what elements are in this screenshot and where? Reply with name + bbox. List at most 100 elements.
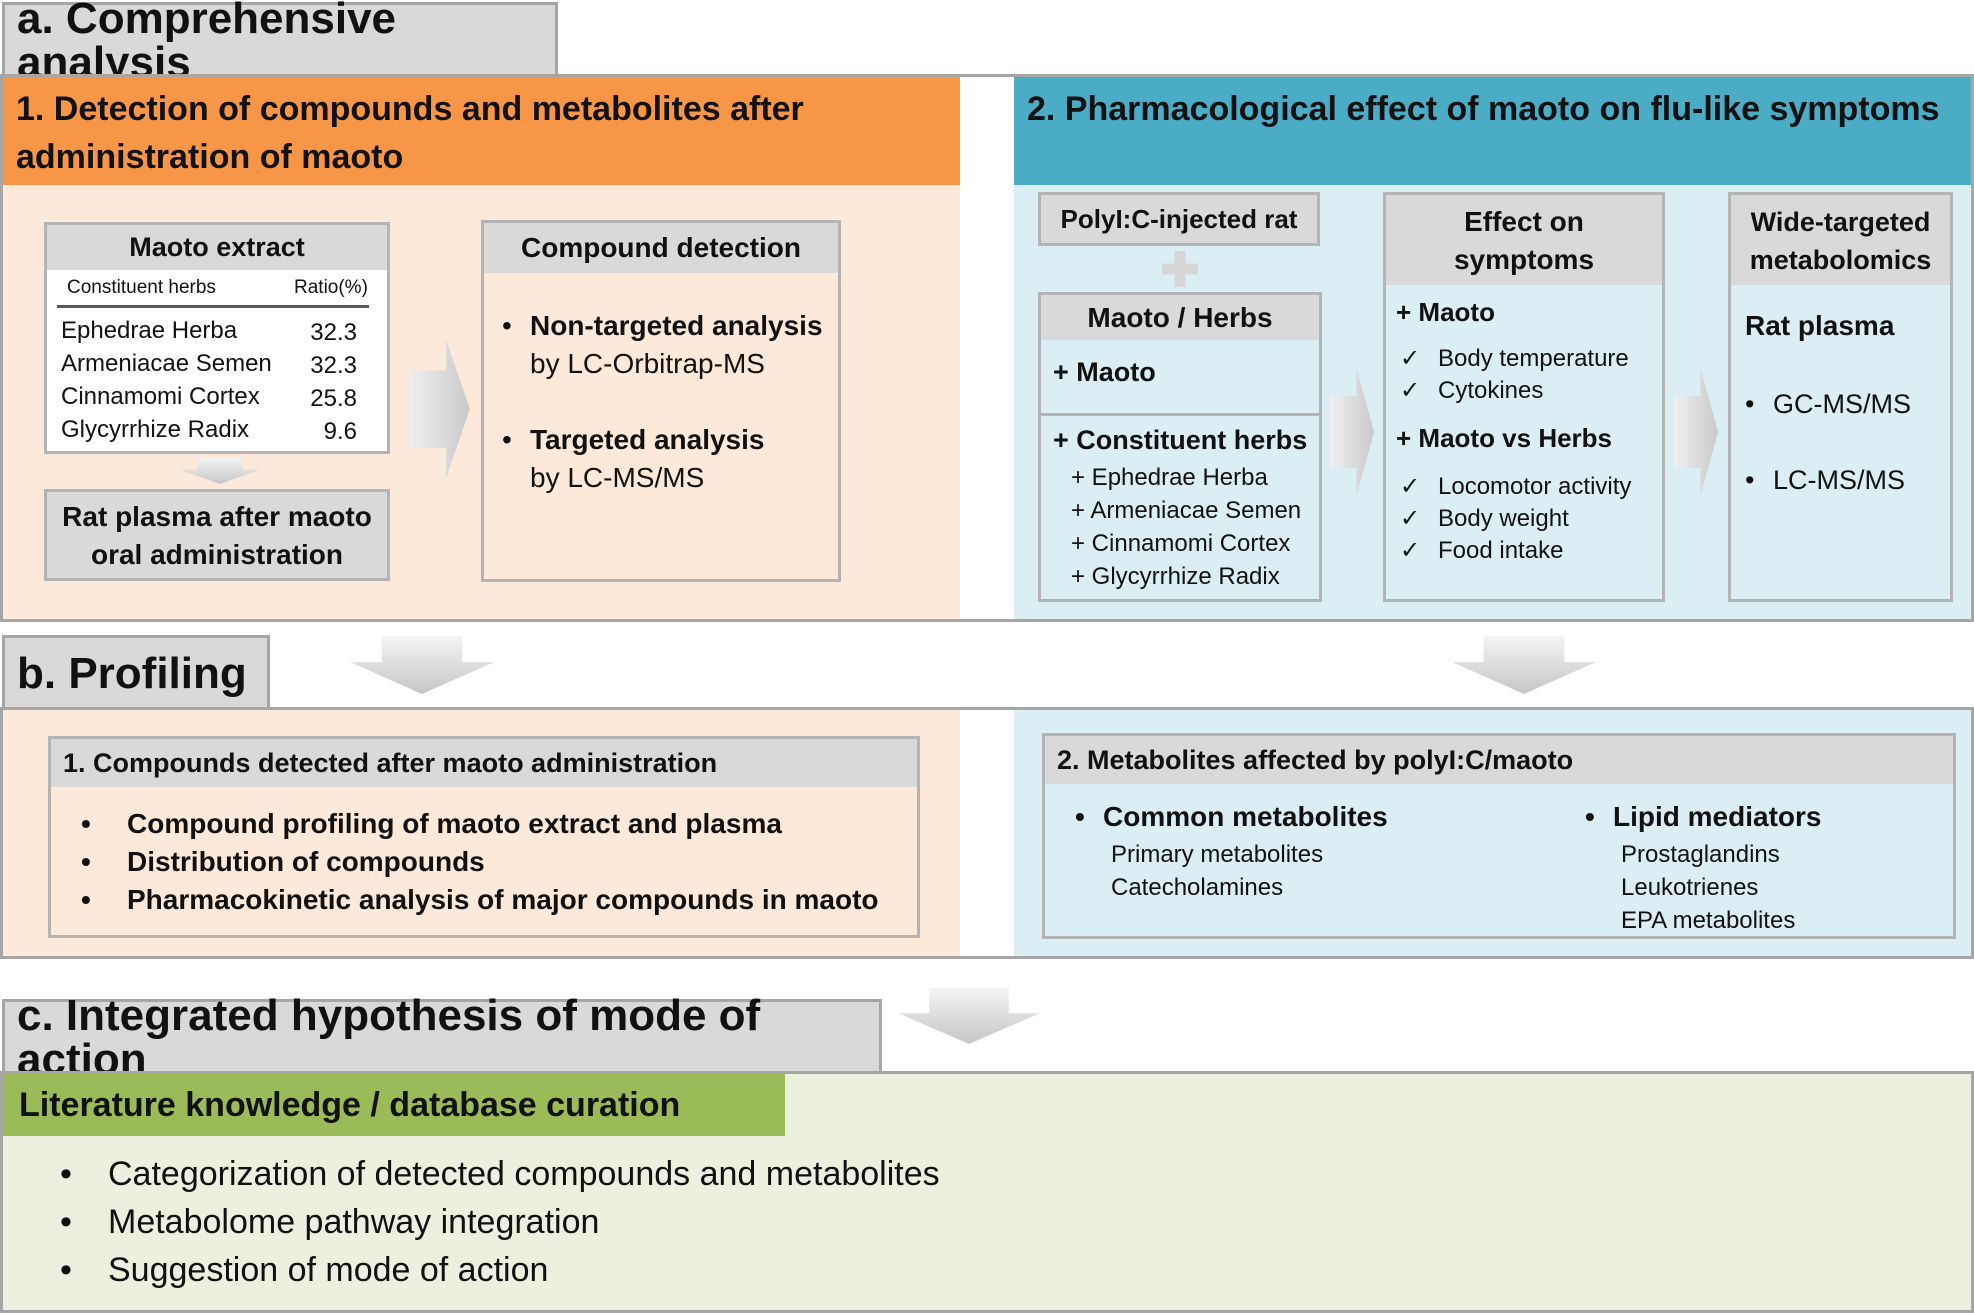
metabolite-item: Prostaglandins xyxy=(1621,841,1780,868)
extract-row: Cinnamomi Cortex 25.8 xyxy=(61,383,377,416)
compound-item: •Distribution of compounds xyxy=(81,846,485,877)
check-icon: ✓ xyxy=(1400,537,1421,564)
effect-item: ✓Locomotor activity xyxy=(1400,471,1631,503)
panel-detection-title-line1: 1. Detection of compounds and metabolite… xyxy=(16,90,804,128)
maoto-herbs-title: Maoto / Herbs xyxy=(1041,295,1319,340)
extract-row: Glycyrrhize Radix 9.6 xyxy=(61,416,377,449)
extract-herb: Ephedrae Herba xyxy=(61,317,238,344)
panel-pharmacology-header: 2. Pharmacological effect of maoto on fl… xyxy=(1014,77,1971,185)
herb-item: + Glycyrrhize Radix xyxy=(1071,563,1280,590)
metabolites-col1-title: •Common metabolites xyxy=(1075,801,1388,832)
maoto-extract-box: Maoto extract Constituent herbs Ratio(%)… xyxy=(44,222,390,454)
metabolomics-title-line2: metabolomics xyxy=(1749,245,1932,275)
extract-divider xyxy=(57,305,369,308)
section-a-tab: a. Comprehensive analysis xyxy=(2,0,558,84)
metabolites-affected-title: 2. Metabolites affected by polyI:C/maoto xyxy=(1045,736,1953,784)
maoto-herbs-maoto: + Maoto xyxy=(1053,357,1156,387)
metabolomics-title: Wide-targeted metabolomics xyxy=(1731,195,1950,285)
metabolites-col1: •Common metabolites Primary metabolites … xyxy=(1075,798,1388,904)
section-b-tab: b. Profiling xyxy=(2,635,270,709)
metabolomics-title-line1: Wide-targeted xyxy=(1750,207,1931,237)
metabolites-affected-box: 2. Metabolites affected by polyI:C/maoto… xyxy=(1042,733,1956,939)
maoto-herbs-box: Maoto / Herbs + Maoto + Constituent herb… xyxy=(1038,292,1322,602)
effect-title-line1: Effect on xyxy=(1464,206,1584,237)
detection-item-title: Targeted analysis xyxy=(530,424,765,455)
hypothesis-item: •Metabolome pathway integration xyxy=(60,1203,600,1241)
panel-pharmacology-title: 2. Pharmacological effect of maoto on fl… xyxy=(1027,90,1940,128)
effect-group1-list: ✓Body temperature ✓Cytokines xyxy=(1400,343,1629,407)
metabolomics-item: •LC-MS/MS xyxy=(1745,465,1906,495)
metabolomics-box: Wide-targeted metabolomics Rat plasma •G… xyxy=(1728,192,1953,602)
polyic-rat-label: PolyI:C-injected rat xyxy=(1060,204,1298,234)
section-a-frame xyxy=(0,74,1974,622)
section-c-title: c. Integrated hypothesis of mode of acti… xyxy=(17,990,761,1084)
effect-symptoms-title: Effect on symptoms xyxy=(1386,195,1662,285)
extract-herb: Armeniacae Semen xyxy=(61,350,272,377)
compounds-detected-box: 1. Compounds detected after maoto admini… xyxy=(48,736,920,938)
section-b-frame xyxy=(0,707,1974,959)
extract-ratio: 32.3 xyxy=(310,352,357,379)
detection-item-sub: by LC-Orbitrap-MS xyxy=(530,348,765,379)
a-to-b-arrow-left xyxy=(350,636,494,694)
b-to-c-arrow xyxy=(898,988,1040,1044)
check-icon: ✓ xyxy=(1400,473,1421,500)
compound-detection-box: Compound detection • Non-targeted analys… xyxy=(481,220,841,582)
metabolomics-list: •GC-MS/MS •LC-MS/MS xyxy=(1745,385,1911,499)
compounds-detected-title: 1. Compounds detected after maoto admini… xyxy=(51,739,917,787)
effect-item: ✓Body weight xyxy=(1400,503,1631,535)
effect-item: ✓Food intake xyxy=(1400,535,1631,567)
extract-row: Ephedrae Herba 32.3 xyxy=(61,317,377,350)
hypothesis-list: •Categorization of detected compounds an… xyxy=(60,1150,940,1294)
check-icon: ✓ xyxy=(1400,345,1421,372)
effect-item: ✓Cytokines xyxy=(1400,375,1629,407)
detection-item-sub: by LC-MS/MS xyxy=(530,462,705,493)
metabolites-col2-title: •Lipid mediators xyxy=(1585,801,1822,832)
effect-symptoms-box: Effect on symptoms + Maoto ✓Body tempera… xyxy=(1383,192,1665,602)
effect-group1-title: + Maoto xyxy=(1396,297,1495,327)
a-to-b-arrow-right xyxy=(1452,636,1596,694)
herb-item: + Cinnamomi Cortex xyxy=(1071,530,1291,557)
metabolite-item: EPA metabolites xyxy=(1621,907,1796,934)
extract-ratio: 9.6 xyxy=(323,418,357,445)
compound-detection-list: • Non-targeted analysis by LC-Orbitrap-M… xyxy=(502,307,823,497)
metabolite-item: Leukotrienes xyxy=(1621,874,1759,901)
maoto-extract-title: Maoto extract xyxy=(47,225,387,270)
extract-ratio: 32.3 xyxy=(310,319,357,346)
section-c-tab: c. Integrated hypothesis of mode of acti… xyxy=(2,993,882,1081)
maoto-herbs-list: + Ephedrae Herba + Armeniacae Semen + Ci… xyxy=(1071,461,1301,593)
compound-detection-title: Compound detection xyxy=(484,223,838,273)
detection-item-title: Non-targeted analysis xyxy=(530,310,823,341)
effect-title-line2: symptoms xyxy=(1453,244,1595,275)
section-b-title: b. Profiling xyxy=(17,648,247,698)
literature-banner-label: Literature knowledge / database curation xyxy=(19,1086,681,1124)
metabolites-col2: •Lipid mediators Prostaglandins Leukotri… xyxy=(1585,798,1821,937)
section-a-title: a. Comprehensive analysis xyxy=(17,0,397,87)
maoto-herbs-divider xyxy=(1041,413,1319,416)
check-icon: ✓ xyxy=(1400,505,1421,532)
panel-detection-header: 1. Detection of compounds and metabolite… xyxy=(3,77,960,185)
rat-plasma-box: Rat plasma after maoto oral administrati… xyxy=(44,489,390,581)
herb-item: + Armeniacae Semen xyxy=(1071,497,1302,524)
metabolomics-item: •GC-MS/MS xyxy=(1745,389,1911,419)
check-icon: ✓ xyxy=(1400,377,1421,404)
metabolites-col2-list: Prostaglandins Leukotrienes EPA metaboli… xyxy=(1585,838,1821,937)
hypothesis-item: •Categorization of detected compounds an… xyxy=(60,1155,940,1193)
extract-row: Armeniacae Semen 32.3 xyxy=(61,350,377,383)
detection-item: • Targeted analysis by LC-MS/MS xyxy=(502,421,823,497)
compound-item: •Compound profiling of maoto extract and… xyxy=(81,808,782,839)
effect-group2-list: ✓Locomotor activity ✓Body weight ✓Food i… xyxy=(1400,471,1631,567)
panel-detection-title-line2: administration of maoto xyxy=(16,138,404,176)
compound-item: •Pharmacokinetic analysis of major compo… xyxy=(81,884,879,915)
extract-ratio: 25.8 xyxy=(310,385,357,412)
rat-plasma-line2: oral administration xyxy=(90,539,344,570)
effect-item: ✓Body temperature xyxy=(1400,343,1629,375)
extract-herb: Cinnamomi Cortex xyxy=(61,383,260,410)
metabolite-item: Catecholamines xyxy=(1111,874,1284,901)
metabolites-col1-list: Primary metabolites Catecholamines xyxy=(1075,838,1388,904)
rat-plasma-line1: Rat plasma after maoto xyxy=(62,501,372,532)
maoto-herbs-constituent-title: + Constituent herbs xyxy=(1053,425,1308,455)
hypothesis-item: •Suggestion of mode of action xyxy=(60,1251,549,1289)
metabolite-item: Primary metabolites xyxy=(1111,841,1324,868)
metabolomics-subtitle: Rat plasma xyxy=(1745,310,1895,341)
detection-item: • Non-targeted analysis by LC-Orbitrap-M… xyxy=(502,307,823,383)
